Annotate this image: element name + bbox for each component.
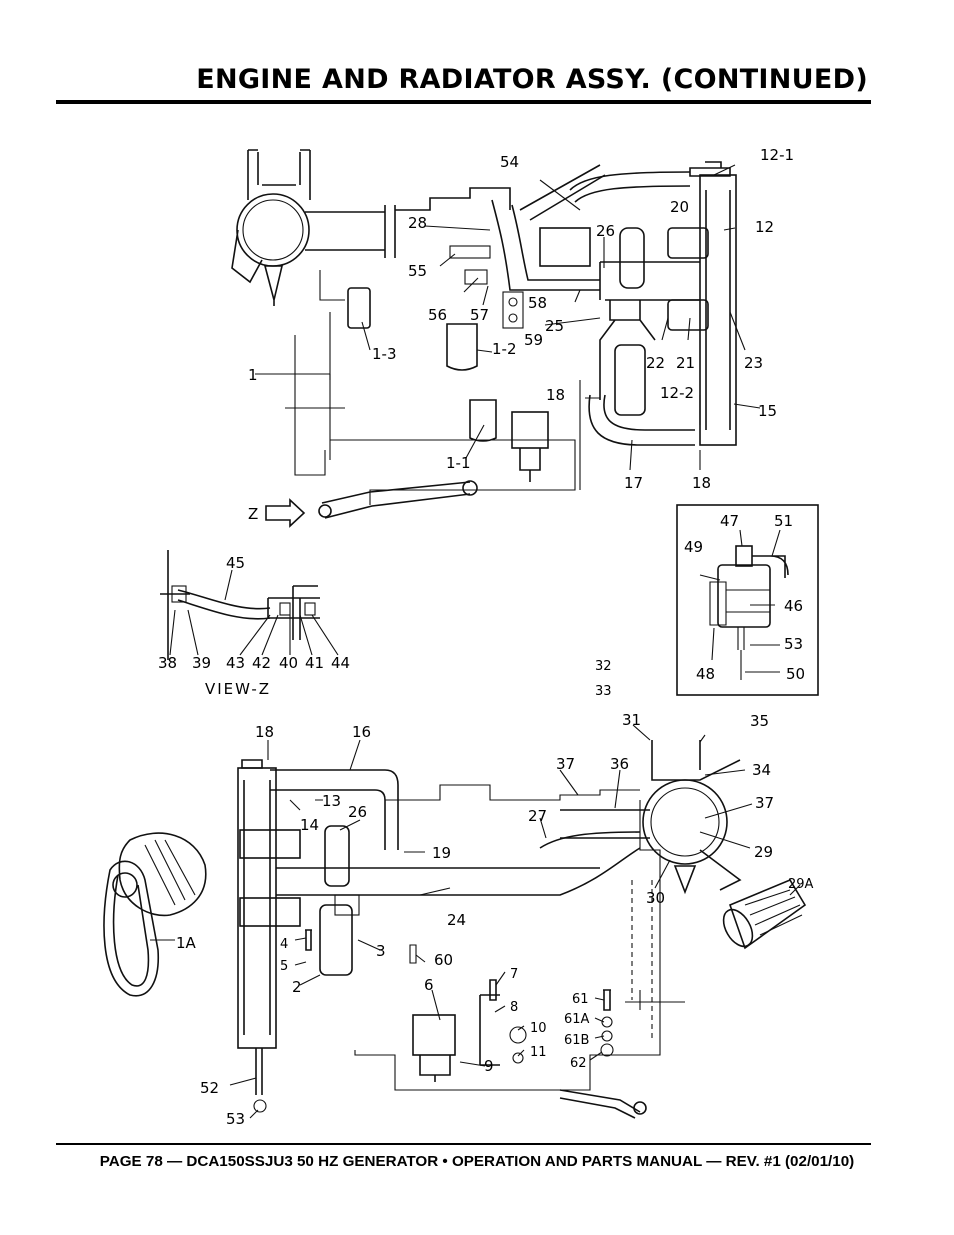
- callout-label: 56: [428, 306, 447, 324]
- callout-label: 3: [376, 942, 386, 960]
- callout-label: 37: [556, 755, 575, 773]
- callout-label: 11: [530, 1045, 547, 1060]
- callout-label: 14: [300, 816, 319, 834]
- callout-label: 9: [484, 1057, 494, 1075]
- z-arrow-label: Z: [248, 505, 258, 523]
- callout-label: 34: [752, 761, 771, 779]
- callout-label: 4: [280, 937, 288, 952]
- callout-label: 15: [758, 402, 777, 420]
- callout-label: 35: [750, 712, 769, 730]
- callout-label: 61A: [564, 1012, 590, 1027]
- callout-label: 1-2: [492, 340, 517, 358]
- callout-label: 8: [510, 1000, 518, 1015]
- callout-label: 43: [226, 654, 245, 672]
- callout-label: 27: [528, 807, 547, 825]
- callout-label: 37: [755, 794, 774, 812]
- bottom-assembly-drawing: [103, 724, 807, 1119]
- callout-label: 42: [252, 654, 271, 672]
- callout-label: 26: [348, 803, 367, 821]
- callout-label: 13: [322, 792, 341, 810]
- callout-label: 32: [595, 659, 612, 674]
- callout-label: 47: [720, 512, 739, 530]
- callout-label: 12: [755, 218, 774, 236]
- callout-label: 12-1: [760, 146, 794, 164]
- callout-label: 6: [424, 976, 434, 994]
- top-assembly-drawing: [231, 149, 761, 528]
- callout-label: 51: [774, 512, 793, 530]
- callout-label: 18: [255, 723, 274, 741]
- page-title: ENGINE AND RADIATOR ASSY. (CONTINUED): [196, 64, 868, 95]
- callout-label: 62: [570, 1056, 587, 1071]
- callout-label: 53: [784, 635, 803, 653]
- callout-label: 19: [432, 844, 451, 862]
- callout-label: 55: [408, 262, 427, 280]
- callout-label: 5: [280, 959, 288, 974]
- callout-label: 41: [305, 654, 324, 672]
- callout-label: 23: [744, 354, 763, 372]
- footer-rule: [56, 1143, 871, 1145]
- callout-label: 39: [192, 654, 211, 672]
- callout-label: 36: [610, 755, 629, 773]
- callout-label: 22: [646, 354, 665, 372]
- callout-label: 40: [279, 654, 298, 672]
- callout-label: 17: [624, 474, 643, 492]
- callout-label: 29A: [788, 877, 814, 892]
- callout-label: 38: [158, 654, 177, 672]
- callout-labels: 12-1 54 12 20 28 26 55 56 57 58 59 25 1-…: [158, 146, 814, 1128]
- callout-label: 16: [352, 723, 371, 741]
- callout-label: 10: [530, 1021, 547, 1036]
- callout-label: 33: [595, 684, 612, 699]
- reserve-tank-drawing: [676, 504, 819, 696]
- callout-label: 28: [408, 214, 427, 232]
- callout-label: 1-3: [372, 345, 397, 363]
- callout-label: 31: [622, 711, 641, 729]
- callout-label: 44: [331, 654, 350, 672]
- callout-label: 29: [754, 843, 773, 861]
- callout-label: 53: [226, 1110, 245, 1128]
- callout-label: 48: [696, 665, 715, 683]
- header-rule: [56, 100, 871, 104]
- callout-label: 18: [692, 474, 711, 492]
- callout-label: 24: [447, 911, 466, 929]
- callout-label: 21: [676, 354, 695, 372]
- callout-label: 46: [784, 597, 803, 615]
- callout-label: 12-2: [660, 384, 694, 402]
- callout-label: 57: [470, 306, 489, 324]
- callout-label: 58: [528, 294, 547, 312]
- callout-label: 30: [646, 889, 665, 907]
- view-z-label: VIEW-Z: [205, 680, 271, 698]
- page-footer: PAGE 78 — DCA150SSJU3 50 HZ GENERATOR • …: [99, 1153, 855, 1170]
- callout-label: 18: [546, 386, 565, 404]
- callout-label: 50: [786, 665, 805, 683]
- callout-label: 1: [248, 366, 258, 384]
- callout-label: 54: [500, 153, 519, 171]
- callout-label: 26: [596, 222, 615, 240]
- callout-label: 59: [524, 331, 543, 349]
- callout-label: 2: [292, 978, 302, 996]
- callout-label: 1A: [176, 934, 197, 952]
- view-z-drawing: [160, 550, 339, 660]
- callout-label: 45: [226, 554, 245, 572]
- callout-label: 49: [684, 538, 703, 556]
- callout-label: 7: [510, 967, 518, 982]
- callout-label: 25: [545, 317, 564, 335]
- callout-label: 61: [572, 992, 589, 1007]
- callout-label: 60: [434, 951, 453, 969]
- callout-label: 52: [200, 1079, 219, 1097]
- callout-label: 1-1: [446, 454, 471, 472]
- callout-label: 61B: [564, 1033, 589, 1048]
- callout-label: 20: [670, 198, 689, 216]
